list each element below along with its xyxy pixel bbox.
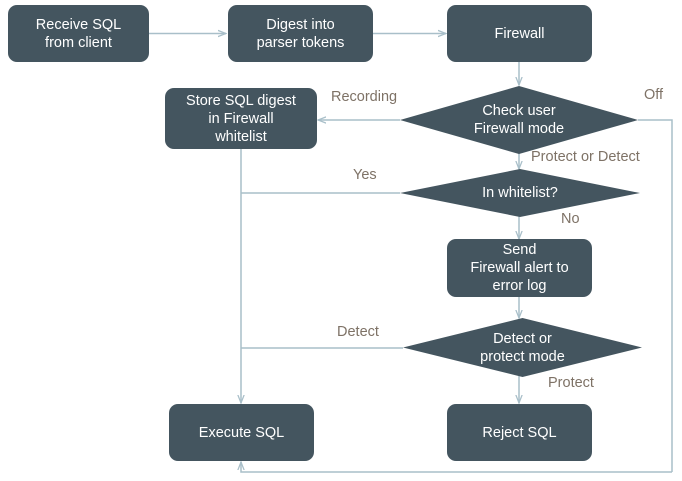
node-digest-label: Digest into parser tokens (257, 16, 345, 52)
node-send-alert-label: Send Firewall alert to error log (470, 241, 568, 295)
node-send-alert-line1: Send (502, 242, 537, 258)
edge-bottom-return-to-execute (241, 462, 672, 473)
node-detect-or-protect-mode[interactable]: Detect or protect mode (403, 318, 642, 377)
node-receive-sql-line2: from client (45, 34, 112, 51)
node-send-firewall-alert[interactable]: Send Firewall alert to error log (447, 239, 592, 297)
node-store-line1: Store SQL digest (186, 92, 296, 109)
edge-label-protect: Protect (548, 375, 594, 391)
edge-label-no: No (561, 211, 580, 227)
diamond-shape (400, 86, 638, 154)
node-reject-sql[interactable]: Reject SQL (447, 404, 592, 461)
node-store-label: Store SQL digest in Firewall whitelist (186, 92, 296, 146)
edge-label-protect-or-detect: Protect or Detect (531, 149, 640, 165)
node-receive-sql[interactable]: Receive SQL from client (8, 5, 149, 62)
node-firewall[interactable]: Firewall (447, 5, 592, 62)
node-store-line2: in Firewall (208, 110, 274, 127)
node-firewall-label: Firewall (494, 25, 545, 42)
edge-label-detect: Detect (337, 324, 379, 340)
edge-label-off: Off (644, 87, 664, 103)
edge-label-recording: Recording (331, 89, 398, 105)
edge-label-yes: Yes (353, 167, 377, 183)
node-digest-into-parser-tokens[interactable]: Digest into parser tokens (228, 5, 373, 62)
node-store-sql-digest[interactable]: Store SQL digest in Firewall whitelist (165, 88, 317, 149)
node-check-user-firewall-mode[interactable]: Check user Firewall mode (400, 86, 638, 154)
diamond-shape (400, 169, 640, 217)
node-execute-sql-label: Execute SQL (198, 424, 285, 441)
node-send-alert-line2: Firewall alert to (470, 260, 569, 276)
node-digest-line2: parser tokens (256, 34, 345, 51)
node-store-line3: whitelist (215, 128, 267, 145)
node-execute-sql[interactable]: Execute SQL (169, 404, 314, 461)
node-send-alert-line3: error log (492, 278, 547, 294)
edge-checkmode-off (638, 119, 673, 472)
node-digest-line1: Digest into (266, 16, 335, 33)
diamond-shape (403, 318, 642, 377)
node-receive-sql-label: Receive SQL from client (36, 16, 121, 52)
node-in-whitelist[interactable]: In whitelist? (400, 169, 640, 217)
node-receive-sql-line1: Receive SQL (35, 16, 122, 33)
node-reject-sql-label: Reject SQL (482, 424, 557, 441)
